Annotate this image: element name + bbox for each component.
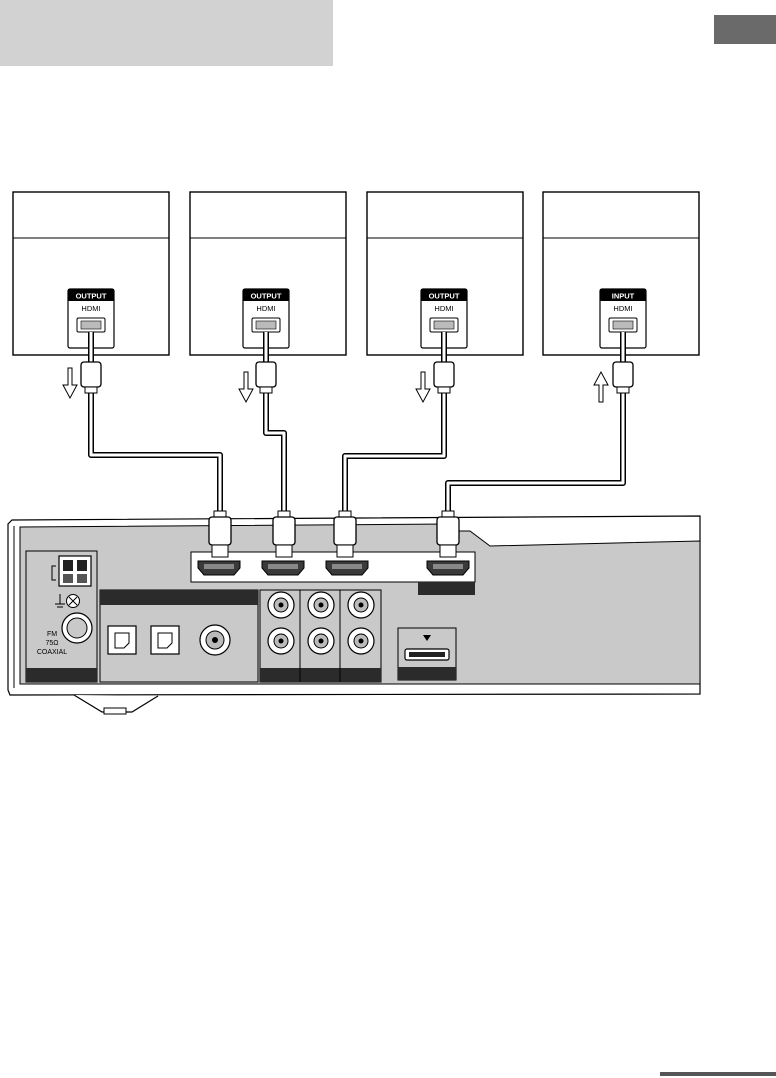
optical-jack-1 (107, 625, 137, 655)
rca-jack (307, 627, 335, 655)
optical-jack-2 (150, 625, 180, 655)
rca-jack (347, 627, 375, 655)
signal-arrow-down-icon (415, 371, 431, 404)
signal-arrow-up-icon (593, 370, 609, 403)
hdmi-plug (208, 510, 232, 558)
hdmi-jack-2 (261, 560, 305, 576)
hdmi-plug (272, 510, 296, 558)
digital-audio-inputs (99, 589, 259, 683)
hdmi-plug (333, 510, 357, 558)
hdmi-plug (433, 361, 455, 394)
device-2-hdmi-port: OUTPUT HDMI (242, 288, 290, 349)
rca-jack (267, 591, 295, 619)
hdmi-cable-4 (445, 332, 626, 515)
hdmi-plug (612, 361, 634, 394)
dock-connector (397, 627, 457, 681)
device-4-port-label: HDMI (613, 304, 632, 313)
device-1-port-label: HDMI (81, 304, 100, 313)
device-3: OUTPUT HDMI (366, 191, 524, 356)
signal-arrow-down-icon (62, 367, 78, 400)
device-2: OUTPUT HDMI (189, 191, 347, 356)
device-1-hdmi-port: OUTPUT HDMI (67, 288, 115, 349)
device-3-port-label: HDMI (434, 304, 453, 313)
hdmi-out-jack (426, 560, 470, 576)
device-2-port-tag: OUTPUT (251, 292, 282, 301)
device-1-port-tag: OUTPUT (76, 292, 107, 301)
device-4-port-tag: INPUT (612, 292, 635, 301)
hdmi-cables (88, 332, 626, 515)
device-4: INPUT HDMI (542, 191, 700, 356)
rca-jack (347, 591, 375, 619)
page-footer-bar (660, 1072, 776, 1076)
hdmi-plug (255, 361, 277, 394)
hdmi-jack-1 (197, 560, 241, 576)
hdmi-plug (436, 510, 460, 558)
signal-arrow-down-icon (238, 371, 254, 404)
triangle-down-icon (423, 635, 431, 641)
cable-plugs-bottom (208, 510, 460, 558)
device-3-port-tag: OUTPUT (429, 292, 460, 301)
antenna-terminals: FM 75Ω COAXIAL (25, 550, 98, 683)
rca-jack (307, 591, 335, 619)
hdmi-plug (80, 361, 102, 394)
device-1: OUTPUT HDMI (12, 191, 170, 356)
coaxial-jack (199, 624, 231, 656)
hdmi-jack-3 (325, 560, 369, 576)
fm-impedance-label: 75Ω (45, 640, 58, 647)
cable-plugs-top (80, 361, 634, 394)
hdmi-cable-1 (88, 332, 223, 515)
section-index-tab (714, 15, 776, 44)
rca-jack (267, 627, 295, 655)
hdmi-cable-3 (342, 332, 447, 515)
fm-antenna-label: FM (47, 631, 57, 638)
section-title-band (0, 0, 333, 66)
fm-connector-label: COAXIAL (37, 649, 67, 656)
device-2-port-label: HDMI (256, 304, 275, 313)
analog-audio-inputs (259, 589, 382, 683)
hdmi-cable-2 (263, 332, 287, 515)
main-unit-hdmi-jacks (190, 551, 476, 595)
